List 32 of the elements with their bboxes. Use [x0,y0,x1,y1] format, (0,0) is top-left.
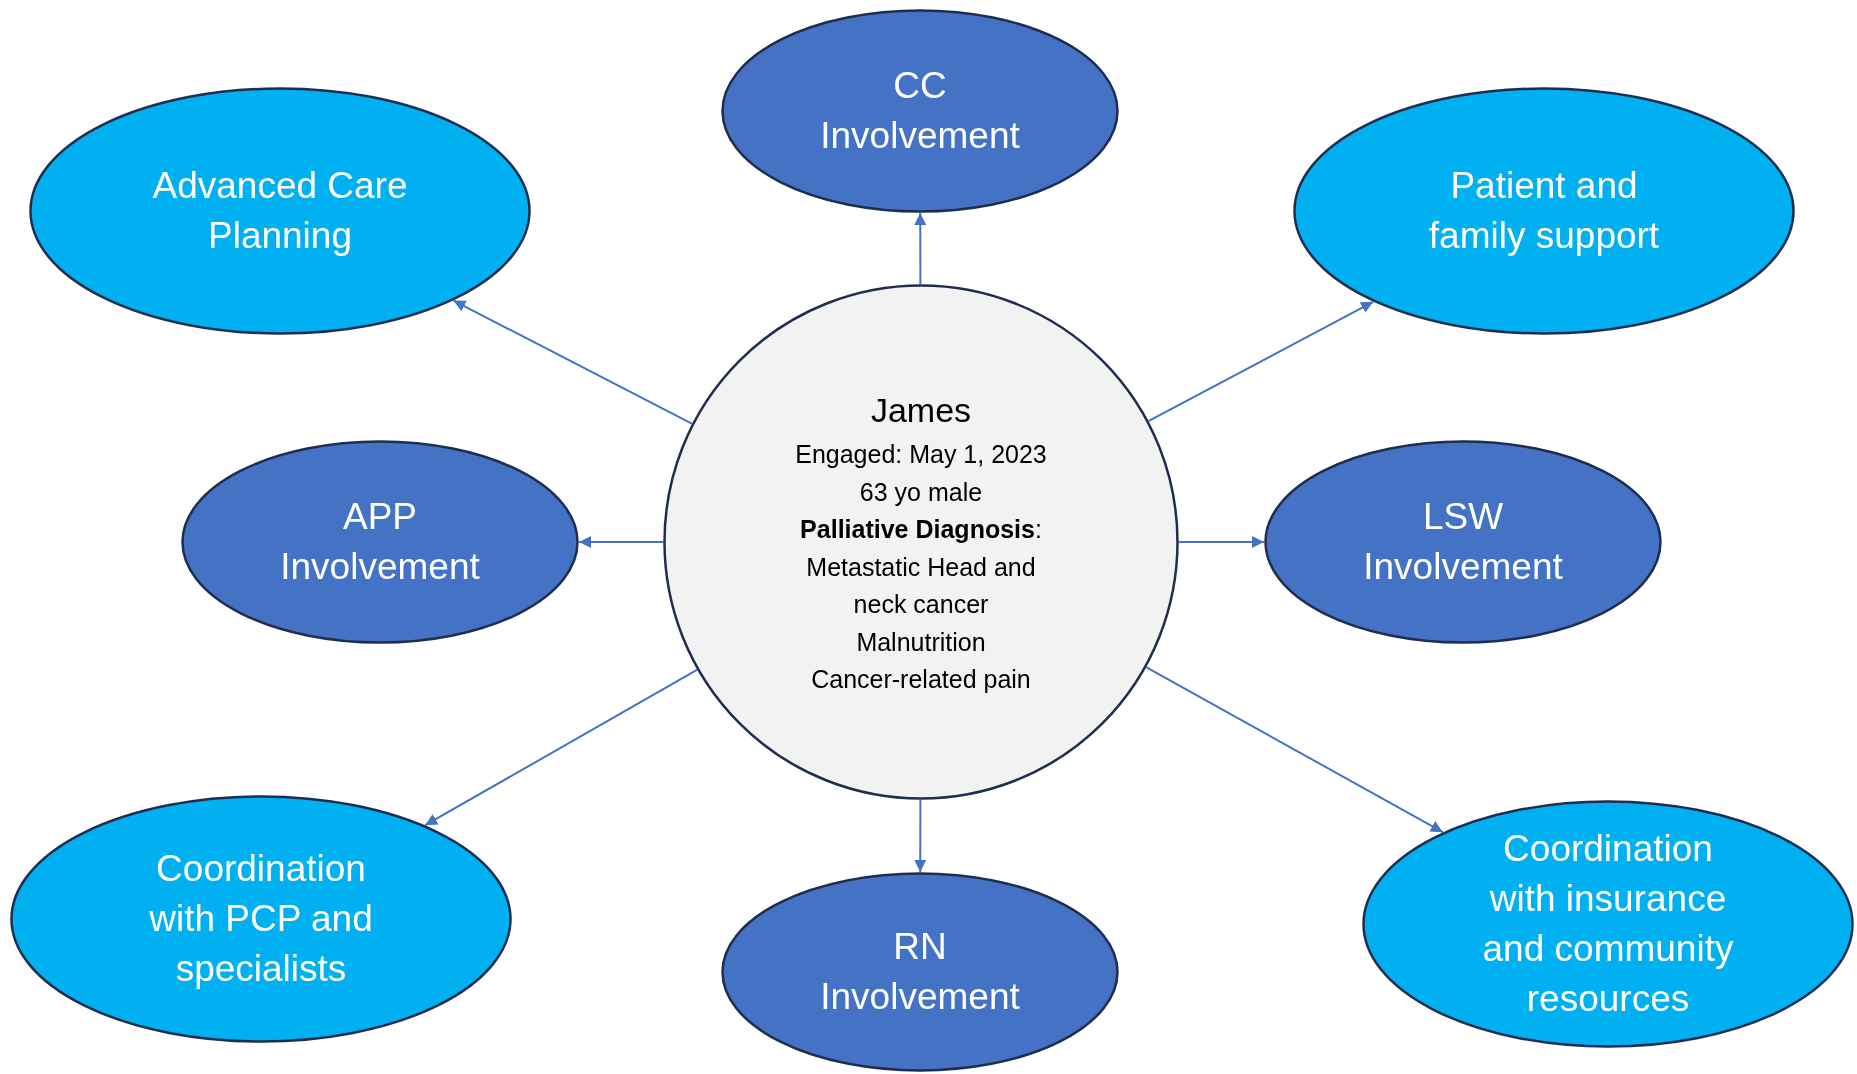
patient-detail: Engaged: May 1, 2023 [795,439,1047,471]
role-label: Patient and family support [1427,164,1661,258]
patient-circle [663,284,1179,800]
patient-detail: Malnutrition [856,626,986,658]
arrow [424,668,698,827]
role-label: CC Involvement [819,64,1021,158]
role-label: Advanced Care Planning [151,164,409,258]
role-ellipse [1362,800,1854,1048]
role-ellipse [721,9,1119,213]
patient-detail: 63 yo male [859,476,983,508]
role-label: Coordination with PCP and specialists [148,847,374,991]
role-label: APP Involvement [279,495,481,589]
patient-detail: Cancer-related pain [811,664,1031,696]
role-ellipse [721,872,1119,1072]
patient-detail: Metastatic Head and neck cancer [805,551,1037,621]
role-ellipse [1264,440,1662,644]
arrow [1178,536,1265,548]
role-ellipse [181,440,579,644]
arrow [578,536,664,548]
patient-detail: Palliative Diagnosis: [800,514,1042,546]
role-label: RN Involvement [819,925,1021,1019]
arrow [452,299,693,425]
role-ellipse [1293,87,1795,335]
arrow [914,212,927,285]
arrow [914,799,927,873]
patient-name: James [870,390,972,432]
arrow [1147,300,1375,422]
arrow [1145,666,1444,834]
role-ellipse [10,795,512,1043]
role-label: Coordination with insurance and community resources [1481,827,1735,1021]
role-ellipse [29,87,531,335]
role-label: LSW Involvement [1362,495,1564,589]
